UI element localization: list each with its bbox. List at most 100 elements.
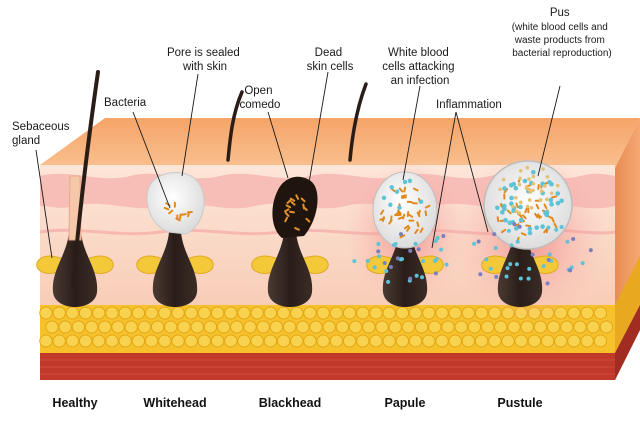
fat-cell: [111, 320, 125, 334]
white-blood-cell: [416, 247, 421, 252]
fat-cell: [45, 320, 59, 334]
label-dead-skin-cells: Dead skin cells: [307, 47, 354, 73]
waste-particle: [539, 189, 544, 193]
bacterium: [399, 234, 406, 239]
fat-cell: [98, 320, 112, 334]
fat-cell: [216, 320, 231, 334]
fat-cell: [276, 334, 291, 348]
white-blood-cell: [376, 241, 381, 246]
dead-skin-cell: [300, 197, 306, 203]
fat-cell: [92, 306, 106, 320]
white-blood-cell: [435, 235, 440, 240]
waste-particle: [498, 187, 502, 192]
stage-label-pustule: Pustule: [497, 396, 542, 410]
white-blood-cell: [508, 262, 513, 267]
white-blood-cell: [395, 256, 400, 261]
fat-cell: [137, 320, 152, 334]
bacterium: [407, 213, 414, 218]
waste-particle: [525, 204, 530, 209]
bacterium: [394, 211, 400, 217]
stage-label-whitehead: Whitehead: [143, 396, 206, 410]
waste-particle: [555, 183, 560, 188]
label-inflammation: Inflammation: [436, 99, 502, 111]
fat-cell: [422, 306, 436, 320]
white-blood-cell: [513, 226, 519, 231]
waste-particle: [545, 197, 549, 202]
bacterium: [543, 203, 548, 210]
bacterium: [500, 228, 507, 234]
stage-label-healthy: Healthy: [52, 396, 97, 410]
fat-cell: [303, 334, 317, 348]
white-blood-cell: [517, 224, 522, 229]
white-blood-cell: [546, 225, 551, 230]
fat-cell: [362, 320, 376, 334]
fat-cell: [58, 320, 72, 334]
fat-cell: [435, 334, 449, 348]
particles: [163, 165, 593, 286]
white-blood-cell: [493, 246, 498, 251]
fat-cell: [282, 320, 297, 334]
bacterium: [527, 207, 530, 214]
fat-cell: [382, 306, 396, 320]
white-blood-cell: [514, 262, 519, 267]
fat-cell: [250, 306, 264, 320]
bacterium: [537, 183, 540, 190]
fat-cell: [276, 306, 291, 320]
label-sebaceous-gland: Sebaceous gland: [12, 121, 73, 147]
white-blood-cell: [372, 265, 377, 270]
fat-cell: [514, 334, 528, 348]
bacterium: [414, 228, 419, 235]
fat-cell: [65, 334, 80, 348]
white-blood-cell: [394, 189, 400, 194]
label-white-blood-cells: White blood cells attacking an infection: [382, 47, 457, 87]
fat-cell: [369, 334, 383, 348]
white-blood-cell: [571, 236, 576, 241]
fat-cell: [158, 306, 172, 320]
leader-pus: [537, 85, 561, 177]
leader-wbc: [402, 85, 421, 181]
white-blood-cell: [588, 248, 593, 253]
white-blood-cell: [509, 243, 514, 248]
white-blood-cell: [527, 266, 532, 271]
stage-label-blackhead: Blackhead: [259, 396, 322, 410]
waste-particle: [549, 191, 554, 196]
bacterium: [173, 201, 176, 208]
fat-cell: [474, 334, 489, 348]
leader-bacteria: [132, 111, 171, 209]
bacterium: [379, 217, 386, 221]
fat-cell: [375, 320, 389, 334]
fat-cell: [546, 320, 561, 334]
white-blood-cell: [408, 276, 413, 281]
white-blood-cell: [397, 205, 402, 210]
bacterium: [515, 202, 519, 209]
white-blood-cell: [441, 233, 446, 238]
white-blood-cell: [495, 205, 500, 211]
fat-cell: [428, 320, 442, 334]
fat-cell: [494, 320, 508, 334]
fat-cell: [39, 334, 53, 348]
white-blood-cell: [352, 259, 357, 264]
bacterium: [398, 187, 404, 193]
white-blood-cell: [476, 239, 481, 244]
fat-cell: [448, 306, 462, 320]
fat-cell: [210, 306, 225, 320]
bacterium: [403, 186, 407, 193]
fat-cell: [560, 320, 574, 334]
dead-skin-cell: [294, 227, 300, 231]
fat-cell: [78, 334, 93, 348]
bacterium: [553, 222, 558, 229]
white-blood-cell: [518, 217, 524, 223]
fat-cell: [303, 306, 317, 320]
white-blood-cell: [488, 266, 493, 271]
white-blood-cell: [512, 222, 517, 227]
fat-cell: [395, 306, 410, 320]
waste-particle: [542, 184, 547, 188]
dead-skin-cell: [302, 203, 306, 210]
waste-particle: [531, 188, 535, 193]
fat-cell: [105, 306, 119, 320]
fat-cell: [250, 334, 264, 348]
white-blood-cell: [509, 195, 514, 201]
white-blood-cell: [503, 217, 508, 223]
fat-cell: [171, 306, 185, 320]
